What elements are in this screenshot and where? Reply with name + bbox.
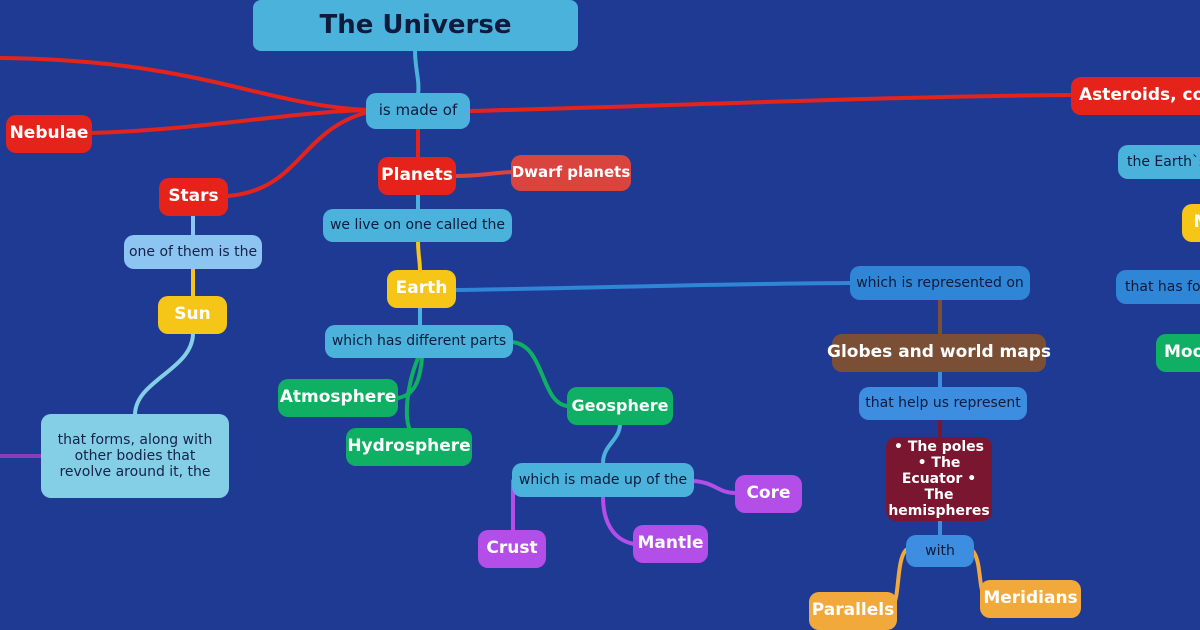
concept-poles-hemispheres[interactable]: • The poles • The Ecuator • The hemisphe… bbox=[886, 437, 992, 521]
link-different-atmosphere bbox=[396, 356, 424, 400]
link-label-help-represent[interactable]: that help us represent bbox=[859, 387, 1027, 420]
link-label-the-earth[interactable]: the Earth`s bbox=[1118, 145, 1200, 179]
concept-core[interactable]: Core bbox=[735, 475, 802, 513]
concept-hydrosphere[interactable]: Hydrosphere bbox=[346, 428, 472, 466]
link-is-made-of-stars bbox=[226, 110, 370, 198]
link-geosphere-made-up bbox=[601, 422, 622, 465]
concept-parallels[interactable]: Parallels bbox=[809, 592, 897, 630]
link-sun-that-forms bbox=[133, 331, 195, 417]
concept-m-partial[interactable]: M bbox=[1182, 204, 1200, 242]
concept-moon-partial[interactable]: Moo bbox=[1156, 334, 1200, 372]
link-is-made-of-asteroids bbox=[468, 93, 1074, 113]
link-made-up-mantle bbox=[601, 495, 636, 546]
link-label-made-up-of[interactable]: which is made up of the bbox=[512, 463, 694, 497]
concept-atmosphere[interactable]: Atmosphere bbox=[278, 379, 398, 417]
concept-meridians[interactable]: Meridians bbox=[980, 580, 1081, 618]
concept-globes-maps[interactable]: Globes and world maps bbox=[827, 334, 1051, 372]
link-we-live-earth bbox=[416, 239, 422, 273]
link-is-made-of-nebulae bbox=[88, 108, 370, 135]
link-label-we-live-on[interactable]: we live on one called the bbox=[323, 209, 512, 242]
link-label-is-made-of[interactable]: is made of bbox=[366, 93, 470, 129]
title-node[interactable]: The Universe bbox=[253, 0, 578, 51]
link-label-with[interactable]: with bbox=[906, 535, 974, 567]
concept-mantle[interactable]: Mantle bbox=[633, 525, 708, 563]
concept-crust[interactable]: Crust bbox=[478, 530, 546, 568]
link-made-up-core bbox=[691, 479, 737, 495]
link-different-hydrosphere bbox=[404, 356, 420, 432]
link-planets-dwarf bbox=[454, 170, 514, 178]
concept-sun[interactable]: Sun bbox=[158, 296, 227, 334]
link-offscreen-left-red bbox=[0, 56, 370, 112]
link-label-one-of-them[interactable]: one of them is the bbox=[124, 235, 262, 269]
concept-nebulae[interactable]: Nebulae bbox=[6, 115, 92, 153]
concept-dwarf-planets[interactable]: Dwarf planets bbox=[511, 155, 631, 191]
link-label-that-forms[interactable]: that forms, along with other bodies that… bbox=[41, 414, 229, 498]
link-label-different-parts[interactable]: which has different parts bbox=[325, 325, 513, 358]
concept-earth[interactable]: Earth bbox=[387, 270, 456, 308]
concept-asteroids[interactable]: Asteroids, com bbox=[1071, 77, 1200, 115]
link-label-that-has[interactable]: that has fo bbox=[1116, 270, 1200, 304]
link-title-is-made-of bbox=[413, 48, 421, 97]
concept-geosphere[interactable]: Geosphere bbox=[567, 387, 673, 425]
link-different-geosphere bbox=[510, 340, 569, 408]
concept-stars[interactable]: Stars bbox=[159, 178, 228, 216]
link-label-represented-on[interactable]: which is represented on bbox=[850, 266, 1030, 300]
concept-planets[interactable]: Planets bbox=[378, 157, 456, 195]
link-earth-represented bbox=[454, 281, 852, 292]
